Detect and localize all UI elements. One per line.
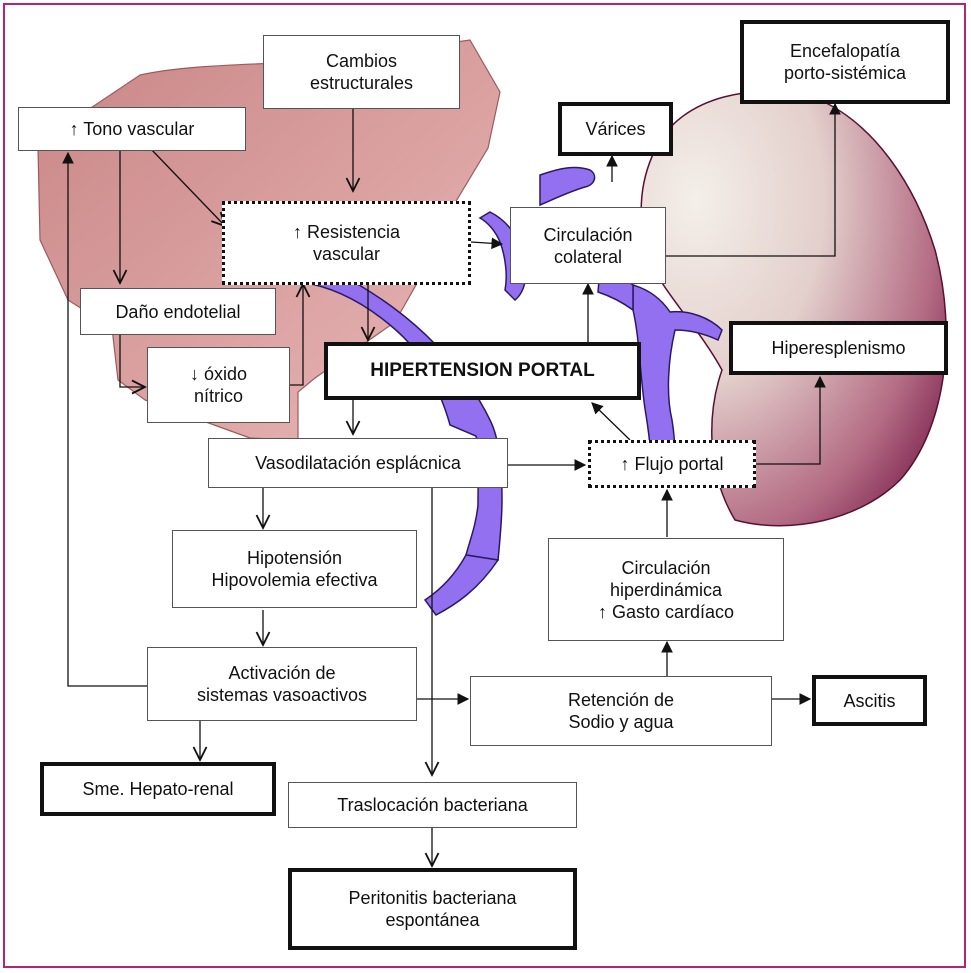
node-cambios-label: Cambios estructurales bbox=[309, 51, 414, 93]
node-hipotension-label: Hipotensión Hipovolemia efectiva bbox=[211, 548, 378, 590]
node-flujo-portal: ↑ Flujo portal bbox=[588, 440, 756, 488]
node-vasodilatacion-label: Vasodilatación esplácnica bbox=[255, 453, 461, 473]
connectors bbox=[62, 102, 841, 866]
arrow-colateral-encefalopatia bbox=[666, 102, 841, 257]
node-vasodilatacion: Vasodilatación esplácnica bbox=[208, 438, 508, 488]
node-retencion: Retención de Sodio y agua bbox=[470, 676, 772, 746]
node-retencion-label: Retención de Sodio y agua bbox=[567, 690, 675, 732]
arrow-dano-oxido bbox=[119, 335, 145, 387]
node-circulacion-colateral: Circulación colateral bbox=[510, 207, 666, 284]
node-peritonitis: Peritonitis bacteriana espontánea bbox=[288, 868, 577, 950]
node-hiperesplenismo: Hiperesplenismo bbox=[729, 321, 948, 375]
node-encefalopatia-label: Encefalopatía porto-sistémica bbox=[783, 41, 907, 83]
node-peritonitis-label: Peritonitis bacteriana espontánea bbox=[348, 888, 517, 930]
node-cambios-estructurales: Cambios estructurales bbox=[263, 35, 460, 109]
arrow-flujo-hiperesplenismo bbox=[756, 375, 826, 465]
node-oxido-label: ↓ óxido nítrico bbox=[189, 364, 248, 406]
node-traslocacion-label: Traslocación bacteriana bbox=[337, 795, 528, 815]
node-flujo-label: ↑ Flujo portal bbox=[620, 454, 724, 474]
arrow-oxido-resistencia bbox=[290, 284, 303, 386]
node-tono-vascular: ↑ Tono vascular bbox=[18, 107, 246, 151]
arrow-flujo-hipertension bbox=[591, 402, 631, 441]
node-circulacion-hiperdinamica: Circulación hiperdinámica ↑ Gasto cardía… bbox=[548, 538, 784, 641]
node-hepatorenal-label: Sme. Hepato-renal bbox=[82, 779, 234, 799]
node-dano-endotelial: Daño endotelial bbox=[80, 288, 276, 335]
node-oxido-nitrico: ↓ óxido nítrico bbox=[147, 347, 290, 423]
node-ascitis-label: Ascitis bbox=[843, 690, 896, 711]
node-encefalopatia: Encefalopatía porto-sistémica bbox=[740, 20, 950, 104]
node-hipertension-portal: HIPERTENSION PORTAL bbox=[324, 342, 641, 400]
arrow-resistencia-colateral bbox=[470, 237, 504, 250]
node-tono-label: ↑ Tono vascular bbox=[69, 119, 195, 139]
node-ascitis: Ascitis bbox=[812, 675, 927, 726]
node-varices-label: Várices bbox=[585, 119, 646, 139]
node-hiperdinamica-label: Circulación hiperdinámica ↑ Gasto cardía… bbox=[597, 557, 735, 622]
node-traslocacion: Traslocación bacteriana bbox=[288, 782, 577, 828]
node-resistencia-label: ↑ Resistencia vascular bbox=[292, 222, 401, 264]
node-hiperesplenismo-label: Hiperesplenismo bbox=[771, 338, 906, 358]
node-hipertension-label: HIPERTENSION PORTAL bbox=[370, 360, 595, 381]
node-dano-label: Daño endotelial bbox=[115, 301, 241, 322]
node-resistencia-vascular: ↑ Resistencia vascular bbox=[222, 201, 471, 285]
portal-vessels bbox=[299, 166, 723, 616]
node-circ-colateral-label: Circulación colateral bbox=[543, 224, 633, 267]
outer-frame bbox=[3, 3, 966, 968]
node-hipotension: Hipotensión Hipovolemia efectiva bbox=[172, 530, 417, 608]
node-varices: Várices bbox=[558, 102, 673, 156]
arrow-tono-resistencia bbox=[149, 147, 225, 226]
node-hepatorenal: Sme. Hepato-renal bbox=[40, 762, 276, 816]
arrow-activacion-tono bbox=[62, 151, 147, 687]
node-activacion: Activación de sistemas vasoactivos bbox=[147, 647, 417, 721]
node-activacion-label: Activación de sistemas vasoactivos bbox=[196, 663, 368, 705]
